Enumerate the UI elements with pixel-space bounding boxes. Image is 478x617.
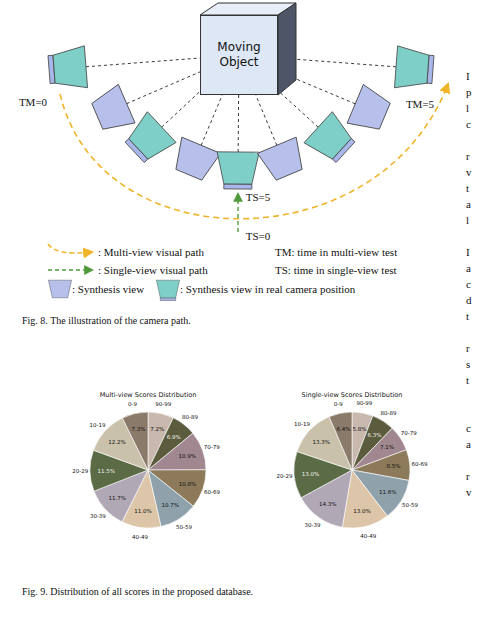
slice-percent: 13.0% xyxy=(353,508,370,514)
slice-category: 50-59 xyxy=(176,524,192,530)
text-fragment: r xyxy=(466,470,470,482)
slice-percent: 8.5% xyxy=(387,463,401,469)
slice-category: 80-89 xyxy=(380,410,396,416)
text-fragment: d xyxy=(466,294,472,306)
synthesis-view xyxy=(257,137,308,183)
slice-category: 70-79 xyxy=(401,430,417,436)
synthesis-view xyxy=(89,84,135,135)
real-camera-view xyxy=(47,46,87,91)
text-fragment: l xyxy=(466,214,469,226)
legend-multi-sample xyxy=(48,244,92,253)
node-text: Moving Object xyxy=(205,40,273,70)
legend-text: : Synthesis view xyxy=(72,283,144,295)
real-camera-view xyxy=(156,280,179,300)
slice-category: 0-9 xyxy=(334,401,343,407)
text-fragment: s xyxy=(466,358,470,370)
multi-view-path xyxy=(60,84,448,219)
real-camera-view xyxy=(217,152,259,189)
pie-title: Single-view Scores Distribution xyxy=(302,391,403,399)
slice-percent: 11.7% xyxy=(108,495,125,501)
slice-category: 70-79 xyxy=(204,444,220,450)
slice-percent: 10.9% xyxy=(179,453,196,459)
slice-percent: 6.3% xyxy=(367,432,381,438)
text-fragment: t xyxy=(466,310,469,322)
slice-category: 90-99 xyxy=(155,401,171,407)
text-fragment: l xyxy=(466,102,469,114)
legend-text: TS: time in single-view test xyxy=(275,264,397,276)
slice-category: 50-59 xyxy=(402,502,418,508)
slice-percent: 10.7% xyxy=(161,502,178,508)
real-camera-view xyxy=(394,46,434,91)
slice-category: 40-49 xyxy=(132,534,148,540)
slice-percent: 7.2% xyxy=(150,426,164,432)
slice-category: 0-9 xyxy=(128,401,137,407)
slice-category: 30-39 xyxy=(90,513,106,519)
text-fragment: c xyxy=(466,118,471,130)
text-fragment: t xyxy=(466,374,469,386)
slice-percent: 5.8% xyxy=(353,426,367,432)
text-fragment: p xyxy=(466,86,472,98)
slice-percent: 12.2% xyxy=(108,439,125,445)
slice-category: 80-89 xyxy=(182,414,198,420)
slice-percent: 13.0% xyxy=(302,471,319,477)
legend-camera-icons xyxy=(48,280,179,300)
synthesis-view xyxy=(169,137,220,183)
legend-text: : Synthesis view in real camera position xyxy=(180,283,355,295)
slice-percent: 11.5% xyxy=(97,468,114,474)
text-fragment: v xyxy=(466,166,472,178)
moving-object-cube: Moving Object xyxy=(200,15,278,95)
slice-category: 60-69 xyxy=(204,489,220,495)
slice-percent: 7.1% xyxy=(380,444,394,450)
legend-text: TM: time in multi-view test xyxy=(275,246,397,258)
synthesis-view xyxy=(347,84,393,135)
text-fragment: I xyxy=(466,246,470,258)
legend-text: : Multi-view visual path xyxy=(98,246,204,258)
figure-caption: Fig. 9. Distribution of all scores in th… xyxy=(22,586,253,597)
figure-caption: Fig. 8. The illustration of the camera p… xyxy=(22,315,191,326)
real-camera-view xyxy=(120,112,176,168)
time-label: TS=5 xyxy=(245,191,272,203)
slice-category: 40-49 xyxy=(360,533,376,539)
pie-slice xyxy=(329,412,352,470)
text-fragment: v xyxy=(466,486,472,498)
text-fragment: I xyxy=(466,70,470,82)
slice-category: 60-69 xyxy=(412,461,428,467)
time-label: TS=0 xyxy=(245,230,272,242)
pie-slice xyxy=(148,433,206,470)
text-fragment: c xyxy=(466,278,471,290)
slice-percent: 14.3% xyxy=(319,501,336,507)
slice-category: 90-99 xyxy=(356,400,372,406)
slice-category: 20-29 xyxy=(72,468,88,474)
pie-charts xyxy=(90,412,410,528)
slice-percent: 6.9% xyxy=(167,434,181,440)
text-fragment: a xyxy=(466,198,471,210)
legend-single-sample xyxy=(48,269,92,270)
pie-title: Multi-view Scores Distribution xyxy=(100,391,197,399)
slice-percent: 6.4% xyxy=(337,426,351,432)
pie-slice xyxy=(122,412,148,470)
slice-category: 20-29 xyxy=(276,473,292,479)
cube-side xyxy=(278,3,296,95)
slice-percent: 11.6% xyxy=(379,489,396,495)
slice-category: 30-39 xyxy=(305,522,321,528)
single-view-path xyxy=(237,194,238,232)
slice-percent: 10.8% xyxy=(179,481,196,487)
text-fragment: r xyxy=(466,150,470,162)
synthesis-view xyxy=(48,280,71,298)
time-label: TM=5 xyxy=(405,98,435,110)
text-fragment: a xyxy=(466,438,471,450)
text-fragment: c xyxy=(466,422,471,434)
slice-percent: 13.3% xyxy=(313,439,330,445)
slice-percent: 11.0% xyxy=(134,508,151,514)
legend-text: : Single-view visual path xyxy=(98,264,208,276)
slice-category: 10-19 xyxy=(294,421,310,427)
text-fragment: r xyxy=(466,342,470,354)
text-fragment: t xyxy=(466,182,469,194)
text-fragment: a xyxy=(466,262,471,274)
slice-category: 10-19 xyxy=(89,422,105,428)
slice-percent: 7.3% xyxy=(132,426,146,432)
time-label: TM=0 xyxy=(18,96,48,108)
